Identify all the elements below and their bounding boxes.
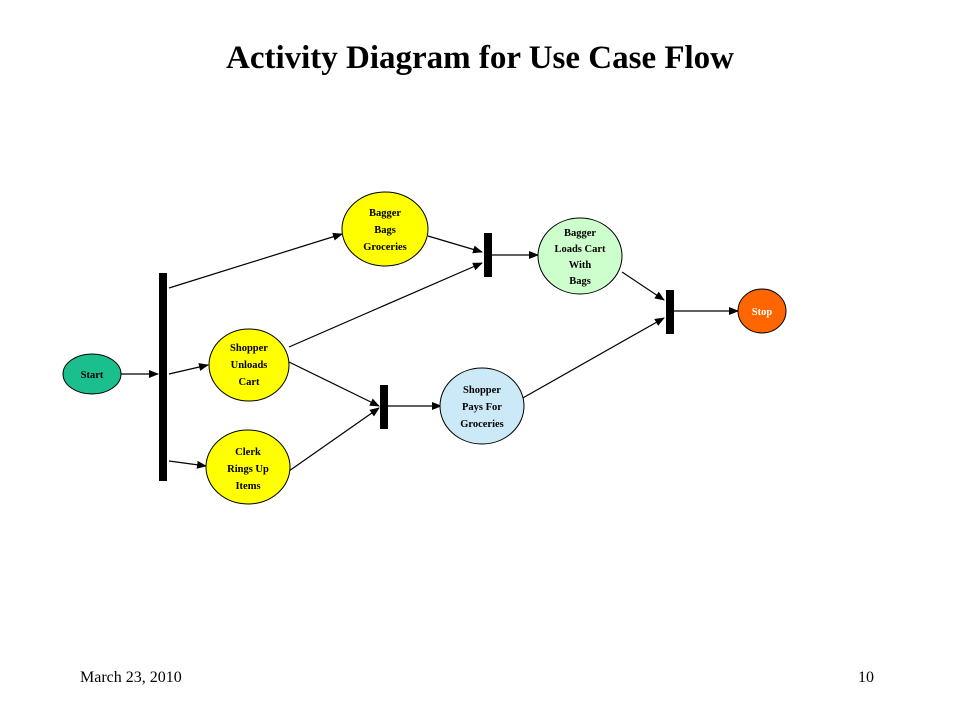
- page-number: 10: [858, 669, 874, 686]
- arrow-clerk-rings-to-payment-join: [288, 407, 380, 472]
- node-start-label: Start: [81, 370, 104, 381]
- arrow-shopper-unloads-to-join: [288, 262, 483, 348]
- node-shopper-unloads-line-2: Unloads: [231, 360, 268, 371]
- node-clerk-rings-up-items: Clerk Rings Up Items: [205, 429, 291, 505]
- node-shopper-unloads-line-3: Cart: [239, 377, 260, 388]
- node-bagger-loads-line-4: Bags: [569, 276, 591, 287]
- fork-bar-main: [159, 273, 167, 481]
- node-shopper-pays-line-2: Pays For: [462, 402, 502, 413]
- arrow-fork-to-bagger-bags: [168, 232, 343, 289]
- node-shopper-pays-line-1: Shopper: [463, 385, 501, 396]
- node-stop: Stop: [737, 288, 787, 334]
- flow-arrows: [121, 232, 739, 472]
- node-bagger-bags-line-2: Bags: [374, 225, 396, 236]
- node-shopper-unloads-cart: Shopper Unloads Cart: [208, 328, 290, 402]
- node-bagger-loads-line-1: Bagger: [564, 228, 596, 239]
- footer-date: March 23, 2010: [80, 669, 182, 686]
- node-bagger-loads-line-2: Loads Cart: [554, 244, 606, 255]
- node-bagger-bags-shape: [341, 191, 429, 267]
- node-bagger-loads-shape: [537, 217, 623, 295]
- join-bar-final: [666, 290, 674, 334]
- node-bagger-bags-groceries: Bagger Bags Groceries: [341, 191, 429, 267]
- arrow-shopper-pays-to-final-join: [520, 317, 665, 400]
- node-shopper-pays-shape: [439, 367, 525, 445]
- node-start: Start: [62, 353, 122, 395]
- node-start-shape: [62, 353, 122, 395]
- node-bagger-bags-line-3: Groceries: [363, 242, 407, 253]
- node-clerk-rings-line-2: Rings Up: [227, 464, 269, 475]
- slide-title: Activity Diagram for Use Case Flow: [225, 40, 735, 76]
- node-bagger-loads-line-3: With: [569, 260, 592, 271]
- arrow-shopper-unloads-to-payment-join: [288, 361, 380, 407]
- node-stop-shape: [737, 288, 787, 334]
- node-shopper-unloads-line-1: Shopper: [230, 343, 268, 354]
- node-clerk-rings-shape: [205, 429, 291, 505]
- arrow-fork-to-shopper-unloads: [168, 363, 209, 375]
- node-clerk-rings-line-3: Items: [235, 481, 260, 492]
- join-bar-payment: [380, 385, 388, 429]
- node-shopper-pays-for-groceries: Shopper Pays For Groceries: [439, 367, 525, 445]
- join-bar-bagging: [484, 233, 492, 277]
- arrow-bagger-loads-to-final-join: [621, 271, 665, 301]
- arrow-fork-to-clerk-rings: [168, 460, 207, 469]
- node-shopper-pays-line-3: Groceries: [460, 419, 504, 430]
- node-bagger-loads-cart: Bagger Loads Cart With Bags: [537, 217, 623, 295]
- node-clerk-rings-line-1: Clerk: [235, 447, 261, 458]
- arrow-bagger-bags-to-join: [427, 235, 483, 254]
- node-shopper-unloads-shape: [208, 328, 290, 402]
- node-bagger-bags-line-1: Bagger: [369, 208, 401, 219]
- node-stop-label: Stop: [752, 307, 773, 318]
